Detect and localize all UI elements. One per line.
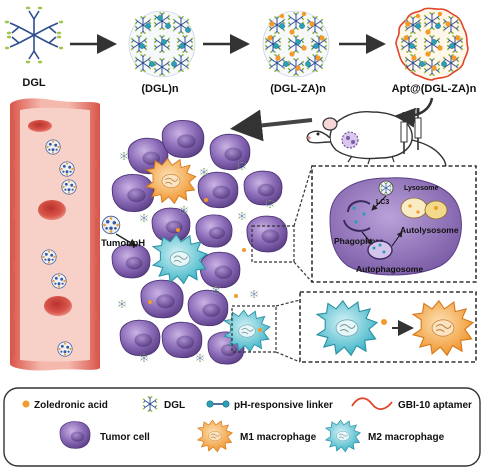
tumor-cell <box>119 319 161 357</box>
legend-item-tumor-cell: Tumor cell <box>59 421 150 449</box>
stage-label-dgl: DGL <box>22 77 46 89</box>
legend-item-dgl: DGL <box>142 396 185 412</box>
za-particles <box>148 198 262 332</box>
legend-label: Zoledronic acid <box>34 400 108 411</box>
tumor-cell <box>197 171 239 209</box>
ph-linker-icon <box>206 400 230 408</box>
tumor-cell <box>243 170 283 206</box>
autolysosome-label: Autolysosome <box>400 225 459 235</box>
legend-label: Tumor cell <box>100 432 150 443</box>
tumor-ph-label: Tumor pH <box>101 238 145 249</box>
legend-label: GBI-10 aptamer <box>398 400 472 411</box>
legend-item-m1: M1 macrophage <box>197 419 317 453</box>
synthesis-row: DGL (DGL)n <box>4 6 477 95</box>
tumor-cell <box>199 251 241 289</box>
stage-label-dgl-za-n: (DGL-ZA)n <box>270 83 326 95</box>
autophagy-panel: LC3 Phagophore Lysosome Autolysosome Aut… <box>311 165 477 283</box>
blood-vessel <box>10 98 100 371</box>
nanoparticle-icon <box>101 215 121 235</box>
nanoparticle-icon <box>61 179 77 195</box>
tumor-cell <box>187 289 229 327</box>
nanoparticle-icon <box>51 273 67 289</box>
syringe-icon <box>400 108 422 154</box>
legend-label: pH-responsive linker <box>234 400 333 411</box>
tumor-cell <box>246 215 288 253</box>
aptamer-wave-icon <box>351 397 393 410</box>
nanoparticle-icon <box>41 249 57 265</box>
legend: Zoledronic acid DGL pH-responsive linker… <box>3 387 481 467</box>
mouse-illustration <box>306 111 447 183</box>
nanoparticle-icon <box>45 139 61 155</box>
dgl-cluster-icon <box>128 10 196 78</box>
tumor-ph-arrow <box>115 233 138 247</box>
red-blood-cell <box>38 200 66 220</box>
tumor-cell <box>161 321 203 359</box>
zoom-connectors <box>231 165 313 363</box>
tumor-cell <box>111 243 151 279</box>
red-blood-cell <box>44 296 72 316</box>
zoledronic-acid-dot-icon <box>22 400 30 408</box>
legend-item-ph-linker: pH-responsive linker <box>206 400 333 411</box>
tumor-cell <box>161 119 205 159</box>
dgl-za-cluster-icon <box>262 10 330 78</box>
nanoparticle-icon <box>57 341 73 357</box>
lysosome-label: Lysosome <box>404 185 438 192</box>
legend-item-aptamer: GBI-10 aptamer <box>351 397 472 411</box>
phagophore-label: Phagophore <box>334 236 384 246</box>
tumor-cell <box>111 173 155 213</box>
stage-label-apt-dgl-za-n: Apt@(DGL-ZA)n <box>392 83 477 95</box>
tumor-cell <box>209 133 251 171</box>
legend-label: M1 macrophage <box>240 432 317 443</box>
legend-label: M2 macrophage <box>368 432 445 443</box>
legend-item-zoledronic-acid: Zoledronic acid <box>22 400 108 411</box>
legend-item-m2: M2 macrophage <box>325 419 445 453</box>
autophagosome-label: Autophagosome <box>356 264 423 274</box>
lc3-label: LC3 <box>376 199 389 206</box>
m2-macrophage <box>152 233 208 285</box>
legend-label: DGL <box>164 400 185 411</box>
tumor-cell <box>195 214 233 248</box>
polarization-panel <box>299 291 477 363</box>
apt-dgl-za-cluster-icon <box>395 7 469 81</box>
tumor-microenvironment: Tumor pH <box>101 119 288 365</box>
m2-macrophage <box>223 309 271 353</box>
za-dot <box>381 319 387 325</box>
tumor-cell <box>140 279 184 319</box>
arrow-to-tumor <box>230 109 313 142</box>
red-blood-cell <box>28 120 52 132</box>
dgl-dendrimer-icon <box>4 6 64 64</box>
stage-label-dgl-n: (DGL)n <box>141 83 179 95</box>
nanoparticle-icon <box>59 161 75 177</box>
tumor-cell-icon <box>59 421 91 449</box>
